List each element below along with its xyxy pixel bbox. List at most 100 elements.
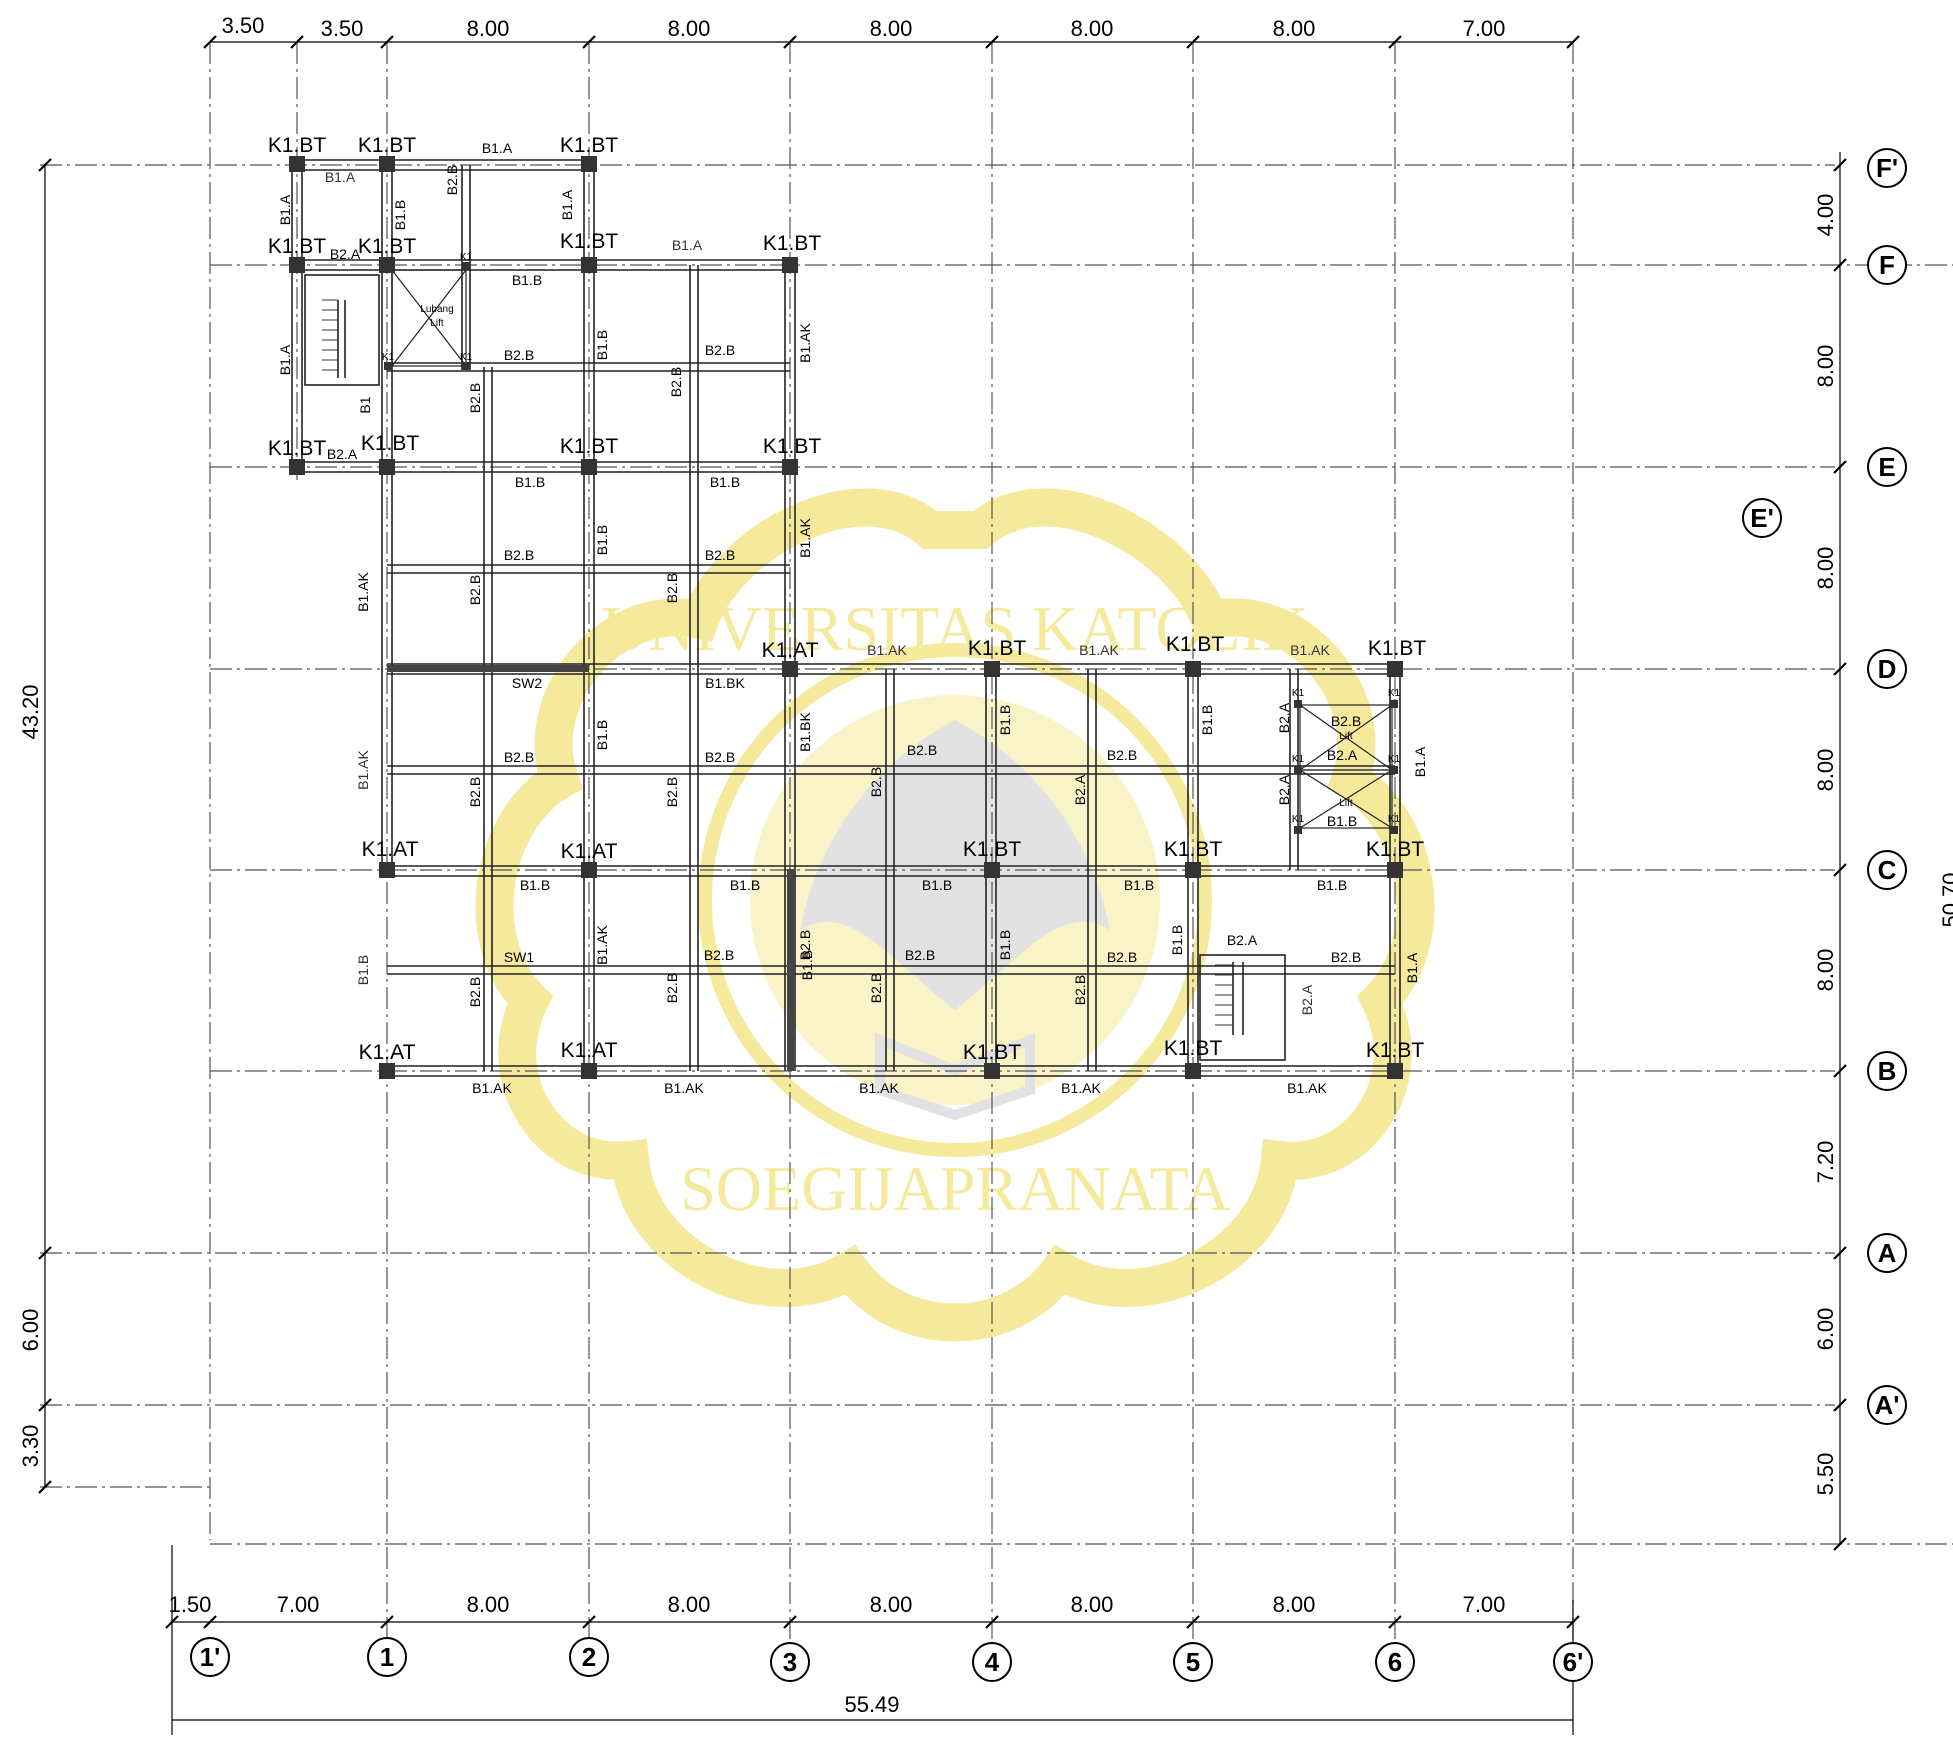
column-axis-label: 1' [200, 1642, 221, 1672]
lift-label-lubang: Lubang [420, 304, 453, 315]
beam-label: B1.B [594, 525, 610, 555]
column-axis-label: 2 [582, 1642, 596, 1672]
watermark-inner-ring [698, 643, 1212, 1157]
beam-label: B1.AK [1290, 642, 1330, 658]
dimension-label: 5.50 [1813, 1453, 1838, 1496]
beam-label: B1.AK [797, 323, 813, 363]
beam-label: B1.AK [594, 925, 610, 965]
top-dimension-labels: 3.50 3.50 8.00 8.00 8.00 8.00 8.00 7.00 [222, 13, 1506, 41]
lift-shafts [391, 269, 1393, 829]
beam-label: B2.A [1327, 747, 1358, 763]
beam-label: B1.A [672, 237, 703, 253]
small-column-label: K1 [1388, 814, 1401, 825]
beam-label: B2.B [504, 749, 534, 765]
beam-label: SW1 [504, 949, 535, 965]
beam-label: B2.A [1276, 702, 1292, 733]
column-label: K1.BT [268, 235, 327, 258]
column-axis-label: 1 [380, 1642, 394, 1672]
shear-wall-sw2 [387, 665, 589, 672]
watermark-book-icon [875, 1032, 1035, 1121]
beam-label: B1.AK [472, 1080, 512, 1096]
small-column-label: K1 [382, 352, 395, 363]
beam-label: B2.B [868, 973, 884, 1003]
dimension-label: 8.00 [668, 16, 711, 41]
dimension-total: 55.49 [844, 1692, 899, 1717]
watermark-top-arc: UNIVERSITAS KATOLIK [602, 593, 1309, 664]
small-column-label: K1 [1388, 688, 1401, 699]
column-label: K1.BT [763, 435, 822, 458]
lift-label-lift: Lift [430, 318, 444, 329]
row-axis-label: A' [1875, 1390, 1900, 1420]
beam-label: B1.B [512, 272, 542, 288]
beam-label: B2.B [1107, 747, 1137, 763]
beam-label: B2.A [1072, 774, 1088, 805]
row-axis-label: A [1878, 1238, 1897, 1268]
beam-label: B2.A [327, 446, 358, 462]
beam-label: B1.B [710, 474, 740, 490]
column-markers [289, 156, 1403, 1079]
column-label: K1.BT [1164, 1037, 1223, 1060]
beam-label: B2.B [907, 742, 937, 758]
beam-label: B2.B [664, 973, 680, 1003]
beam-label: B2.B [467, 575, 483, 605]
beam-label: B1.B [730, 877, 760, 893]
beam-label: SW2 [512, 675, 543, 691]
row-axis-label: D [1878, 654, 1897, 684]
beam-label: B1.A [1404, 952, 1420, 983]
dimension-label: 8.00 [1071, 1592, 1114, 1617]
dimension-label: 8.00 [1813, 749, 1838, 792]
beam-label: B1.B [1199, 705, 1215, 735]
column-axis-label: 5 [1186, 1647, 1200, 1677]
column-axis-label: 4 [985, 1647, 1000, 1677]
row-axis-label: C [1878, 855, 1897, 885]
watermark-bottom-arc: SOEGIJAPRANATA [680, 1153, 1230, 1224]
small-column-label: K1 [1292, 814, 1305, 825]
beam-label: B1.B [520, 877, 550, 893]
beam-label: B2.B [705, 547, 735, 563]
beam-label: B1.AK [867, 642, 907, 658]
beam-label: B2.B [868, 767, 884, 797]
beam-label: B2.B [704, 947, 734, 963]
beam-label: B2.B [664, 573, 680, 603]
column-label: K1.BT [268, 437, 327, 460]
watermark-emblem [800, 720, 1110, 1010]
row-axis-label: B [1878, 1056, 1897, 1086]
beam-label: B2.B [444, 165, 460, 195]
beam-label: B1.B [922, 877, 952, 893]
bottom-dimension-labels: 1.50 7.00 8.00 8.00 8.00 8.00 8.00 7.00 … [169, 1592, 1506, 1717]
beam-label: B2.B [504, 547, 534, 563]
dimension-label: 4.00 [1813, 194, 1838, 237]
dimension-label: 1.50 [169, 1592, 212, 1617]
beam-label: B2.B [1331, 713, 1361, 729]
column-label: K1.BT [268, 134, 327, 157]
beam-label: B2.B [668, 367, 684, 397]
beam-label: B1.AK [1079, 642, 1119, 658]
row-axis-label: F [1879, 250, 1895, 280]
dimension-label: 8.00 [668, 1592, 711, 1617]
lift-labels: Lubang Lift Lift Lift [420, 304, 1353, 809]
small-column-label: K1 [1388, 754, 1401, 765]
lift-label-lift-a: Lift [1339, 731, 1353, 742]
beam-label: B2.A [1227, 932, 1258, 948]
watermark-shield [475, 488, 1435, 1342]
shear-wall-sw1 [787, 869, 794, 1071]
beam-label: B1.B [515, 474, 545, 490]
dimension-label: 3.50 [321, 16, 364, 41]
dimension-label: 7.00 [1463, 16, 1506, 41]
row-axis-label: F' [1876, 153, 1898, 183]
watermark-logo: UNIVERSITAS KATOLIK SOEGIJAPRANATA [475, 488, 1435, 1342]
dimension-label: 8.00 [1813, 949, 1838, 992]
dimension-label: 8.00 [1071, 16, 1114, 41]
beam-label: B1.A [277, 194, 293, 225]
beam-label: B1.B [997, 930, 1013, 960]
beam-label: B1.B [355, 955, 371, 985]
dimension-label: 8.00 [467, 16, 510, 41]
beam-label: B2.B [1072, 975, 1088, 1005]
beam-label: B2.B [905, 947, 935, 963]
beam-label: B1.B [1124, 877, 1154, 893]
beam-label: B1.AK [1061, 1080, 1101, 1096]
column-label: K1.BT [361, 432, 420, 455]
column-label: K1.BT [963, 1041, 1022, 1064]
column-label: K1.AT [762, 639, 819, 662]
dimension-total: 50.70 [1938, 872, 1953, 927]
